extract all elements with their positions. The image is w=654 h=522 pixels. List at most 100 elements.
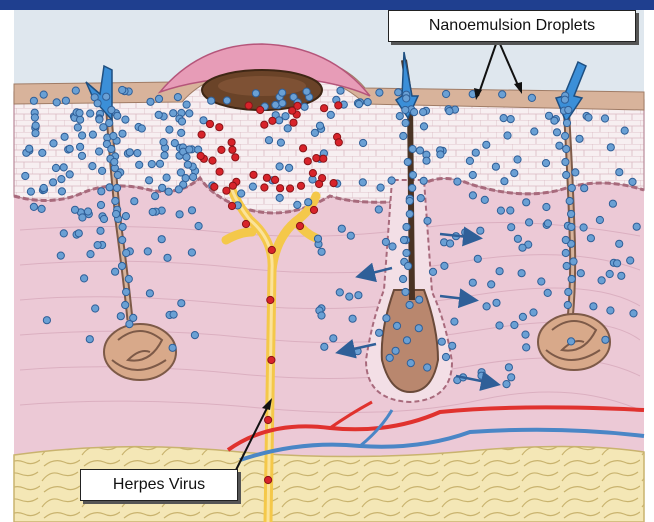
droplet [81,275,88,282]
virus-particle [316,180,323,187]
droplet [438,338,445,345]
droplet [252,90,259,97]
droplet [125,275,132,282]
droplet [89,131,96,138]
virus-particle [310,206,317,213]
droplet [607,144,614,151]
droplet [126,149,133,156]
droplet [416,296,423,303]
virus-particle [335,102,342,109]
droplet [294,201,301,208]
droplet [75,230,82,237]
droplet [424,217,431,224]
droplet [106,119,113,126]
droplet [481,196,488,203]
droplet [58,176,65,183]
virus-particle [290,119,297,126]
frame-border-left [0,10,14,522]
droplet [171,140,178,147]
droplet [446,108,453,115]
droplet [111,158,118,165]
droplet [311,129,318,136]
droplet [478,372,485,379]
droplet [119,236,126,243]
droplet [443,90,450,97]
droplet [158,236,165,243]
virus-particle [297,182,304,189]
droplet [519,313,526,320]
droplet [601,115,608,122]
droplet [22,172,29,179]
droplet [405,262,412,269]
droplet [60,164,67,171]
droplet [161,152,168,159]
virus-particle [228,139,235,146]
droplet [165,188,172,195]
droplet [99,167,106,174]
droplet [551,117,558,124]
droplet [530,309,537,316]
virus-particle [229,182,236,189]
virus-particle [265,416,272,423]
virus-particle [197,152,204,159]
droplet [355,101,362,108]
droplet [528,94,535,101]
droplet [442,353,449,360]
droplet [72,87,79,94]
lesion-highlight [218,76,306,96]
virus-particle [269,117,276,124]
droplet [190,173,197,180]
droplet [606,270,613,277]
droplet [113,184,120,191]
droplet [238,190,245,197]
virus-particle [206,120,213,127]
droplet [563,262,570,269]
droplet [98,188,105,195]
droplet [314,235,321,242]
droplet [360,139,367,146]
droplet [543,203,550,210]
droplet [160,139,167,146]
herpes-virus-label: Herpes Virus [80,469,238,501]
droplet [469,171,476,178]
droplet [97,201,104,208]
droplet [568,223,575,230]
droplet [170,110,177,117]
droplet [376,89,383,96]
droplet [321,343,328,350]
droplet [570,258,577,265]
droplet [403,337,410,344]
droplet [501,178,508,185]
droplet [32,122,39,129]
droplet [279,89,286,96]
droplet [118,262,125,269]
droplet [97,227,104,234]
droplet [155,111,162,118]
droplet [618,272,625,279]
droplet [178,129,185,136]
droplet [568,184,575,191]
droplet [286,164,293,171]
droplet [303,88,310,95]
droplet [596,216,603,223]
droplet [375,206,382,213]
droplet [134,150,141,157]
droplet [316,122,323,129]
droplet [57,252,64,259]
droplet [590,303,597,310]
droplet [349,315,356,322]
virus-particle [257,106,264,113]
droplet [522,331,529,338]
droplet [568,338,575,345]
droplet [355,292,362,299]
droplet [74,124,81,131]
droplet [496,268,503,275]
droplet [451,318,458,325]
droplet [602,336,609,343]
droplet [508,224,515,231]
droplet [402,106,409,113]
droplet [284,125,291,132]
droplet [568,275,575,282]
droplet [117,313,124,320]
droplet [614,260,621,267]
